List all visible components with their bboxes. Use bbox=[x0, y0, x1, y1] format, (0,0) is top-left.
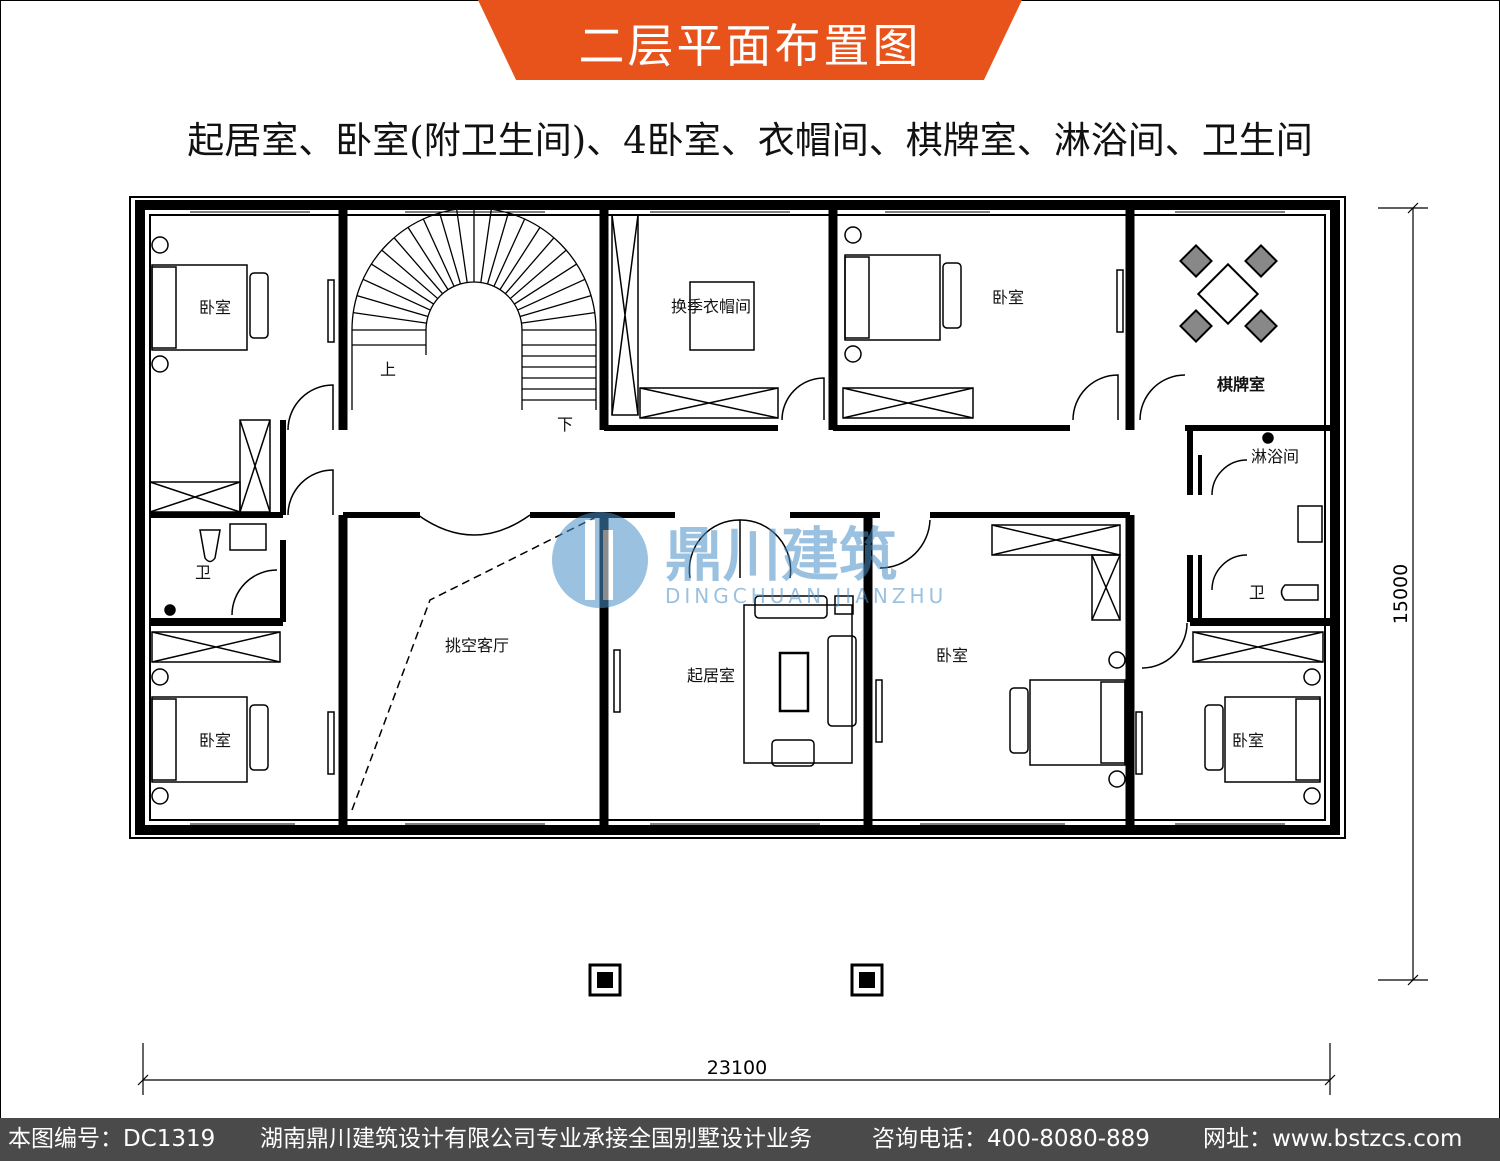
page-title: 二层平面布置图 bbox=[578, 19, 922, 73]
stair-tread bbox=[407, 227, 449, 290]
watermark-text: 鼎川建筑 bbox=[665, 521, 897, 589]
room-label-bath: 卫 bbox=[195, 563, 211, 582]
living-furniture bbox=[743, 595, 857, 767]
bed bbox=[1029, 679, 1126, 766]
walls bbox=[129, 196, 1346, 839]
stair-tread bbox=[519, 295, 592, 318]
nightstand-lamp-icon bbox=[1303, 668, 1321, 686]
room-label-wardrobe: 换季衣帽间 bbox=[671, 297, 751, 316]
stair-tread bbox=[455, 209, 468, 283]
stair-tread bbox=[422, 218, 455, 287]
drawing-code: 本图编号：DC1319 bbox=[8, 1126, 216, 1152]
watermark-subtext: DINGCHUAN JIANZHU bbox=[665, 584, 947, 608]
stair-tread bbox=[509, 249, 567, 300]
stair-up-label: 上 bbox=[380, 360, 396, 379]
title-banner: 二层平面布置图 bbox=[478, 0, 1022, 80]
footer-bar: 本图编号：DC1319 湖南鼎川建筑设计有限公司专业承接全国别墅设计业务 咨询电… bbox=[0, 1118, 1500, 1161]
beds bbox=[151, 226, 1321, 805]
stair-tread bbox=[480, 209, 493, 283]
bed bbox=[844, 254, 941, 341]
room-label-living: 起居室 bbox=[687, 666, 735, 685]
room-label-bedroom: 卧室 bbox=[992, 288, 1024, 307]
stair-tread bbox=[381, 249, 439, 300]
column-core bbox=[859, 972, 875, 988]
stair-tread bbox=[356, 295, 429, 318]
bench bbox=[942, 262, 962, 329]
pillow bbox=[151, 266, 177, 349]
stair-tread bbox=[514, 263, 577, 305]
room-label-bedroom: 卧室 bbox=[199, 731, 231, 750]
room-label-bedroom: 卧室 bbox=[936, 646, 968, 665]
width-dimension: 23100 bbox=[707, 1057, 767, 1079]
stair-tread bbox=[504, 237, 555, 295]
nightstand-lamp-icon bbox=[151, 236, 169, 254]
bench bbox=[1009, 687, 1029, 754]
room-label-bedroom: 卧室 bbox=[1232, 731, 1264, 750]
stair-tread bbox=[493, 218, 526, 287]
stair-tread bbox=[521, 311, 595, 324]
watermark: 鼎川建筑 DINGCHUAN JIANZHU bbox=[552, 512, 947, 608]
room-label-chess-room: 棋牌室 bbox=[1217, 375, 1265, 394]
stair-tread bbox=[486, 212, 509, 285]
depth-dimension: 15000 bbox=[1390, 564, 1412, 624]
pillow bbox=[1100, 681, 1126, 764]
column-core bbox=[597, 972, 613, 988]
nightstand-lamp-icon bbox=[1108, 770, 1126, 788]
pillow bbox=[151, 698, 177, 781]
stair-tread bbox=[393, 237, 444, 295]
stair-tread bbox=[439, 212, 462, 285]
room-label-shower: 淋浴间 bbox=[1251, 447, 1299, 466]
nightstand-lamp-icon bbox=[844, 345, 862, 363]
room-label-open-living: 挑空客厅 bbox=[445, 636, 509, 655]
chess-table-icon bbox=[1179, 244, 1278, 343]
bench bbox=[249, 704, 269, 771]
phone-info: 咨询电话：400-8080-889 bbox=[872, 1126, 1150, 1152]
toilets bbox=[164, 432, 1323, 616]
spiral-staircase bbox=[351, 207, 597, 410]
stair-tread bbox=[362, 278, 431, 311]
company-info: 湖南鼎川建筑设计有限公司专业承接全国别墅设计业务 bbox=[260, 1126, 812, 1152]
nightstand-lamp-icon bbox=[1108, 651, 1126, 669]
bench bbox=[1204, 704, 1224, 771]
nightstand-lamp-icon bbox=[151, 668, 169, 686]
room-label-bedroom: 卧室 bbox=[199, 298, 231, 317]
room-list-subtitle: 起居室、卧室(附卫生间)、4卧室、衣帽间、棋牌室、淋浴间、卫生间 bbox=[187, 119, 1313, 162]
bench bbox=[249, 272, 269, 339]
nightstand-lamp-icon bbox=[844, 226, 862, 244]
dimension-lines bbox=[137, 202, 1428, 1095]
pillow bbox=[844, 256, 870, 339]
stair-down-label: 下 bbox=[557, 415, 573, 434]
nightstand-lamp-icon bbox=[151, 355, 169, 373]
website-link[interactable]: 网址：www.bstzcs.com bbox=[1203, 1126, 1463, 1152]
watermark-logo-icon bbox=[552, 512, 648, 608]
room-label-bath: 卫 bbox=[1249, 583, 1265, 602]
pillow bbox=[1295, 698, 1321, 781]
stair-tread bbox=[517, 278, 586, 311]
stair-tread bbox=[499, 227, 541, 290]
nightstand-lamp-icon bbox=[1303, 787, 1321, 805]
stair-tread bbox=[371, 263, 434, 305]
stair-tread bbox=[353, 311, 427, 324]
nightstand-lamp-icon bbox=[151, 787, 169, 805]
